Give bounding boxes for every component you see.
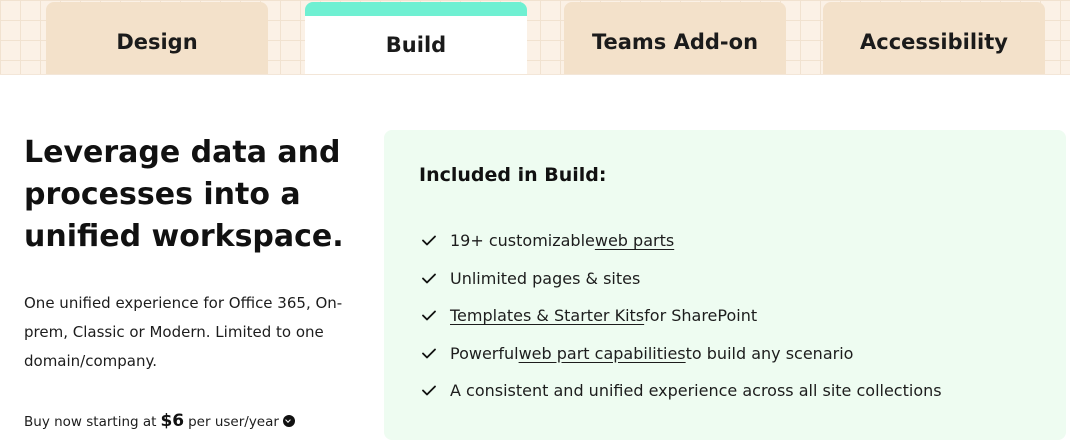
price-value: $6	[160, 411, 185, 431]
tab-accessibility[interactable]: Accessibility	[823, 2, 1045, 74]
page-headline: Leverage data and processes into a unifi…	[24, 135, 344, 254]
feature-text-after: to build any scenario	[685, 343, 854, 363]
checkmark-icon	[422, 310, 450, 321]
list-item: Templates & Starter Kits for SharePoint	[422, 297, 942, 335]
tab-design[interactable]: Design	[46, 2, 268, 74]
list-item: Unlimited pages & sites	[422, 260, 942, 298]
plan-description: One unified experience for Office 365, O…	[24, 294, 343, 370]
templates-starter-kits-link[interactable]: Templates & Starter Kits	[450, 306, 645, 326]
checkmark-icon	[422, 273, 450, 284]
feature-text-after: for SharePoint	[644, 306, 758, 326]
feature-text: A consistent and unified experience acro…	[450, 381, 942, 401]
list-item: Powerful web part capabilities to build …	[422, 335, 942, 373]
chevron-down-circle-icon[interactable]	[282, 415, 295, 427]
tab-teams-add-on[interactable]: Teams Add-on	[564, 2, 786, 74]
price-unit: per user/year	[188, 414, 279, 430]
tab-accessibility-label: Accessibility	[860, 30, 1008, 54]
included-features-panel: Included in Build: 19+ customizable web …	[384, 130, 1066, 440]
list-item: A consistent and unified experience acro…	[422, 372, 942, 410]
included-title: Included in Build:	[419, 164, 607, 186]
list-item: 19+ customizable web parts	[422, 222, 942, 260]
tab-teams-add-on-label: Teams Add-on	[591, 30, 759, 54]
tab-build-label: Build	[385, 33, 447, 57]
tab-strip: Design Build Teams Add-on Accessibility	[0, 0, 1070, 75]
tab-design-label: Design	[116, 30, 198, 54]
feature-list: 19+ customizable web parts Unlimited pag…	[422, 222, 942, 410]
feature-text: 19+ customizable	[450, 231, 595, 251]
pricing-prefix: Buy now starting at	[24, 414, 157, 430]
checkmark-icon	[422, 385, 450, 396]
web-parts-link[interactable]: web parts	[594, 231, 675, 251]
checkmark-icon	[422, 348, 450, 359]
web-part-capabilities-link[interactable]: web part capabilities	[518, 343, 686, 363]
tab-build[interactable]: Build	[305, 2, 527, 74]
pricing-line: Buy now starting at $6 per user/year	[24, 411, 295, 435]
checkmark-icon	[422, 235, 450, 246]
feature-text: Unlimited pages & sites	[450, 268, 641, 288]
feature-text: Powerful	[450, 343, 519, 363]
